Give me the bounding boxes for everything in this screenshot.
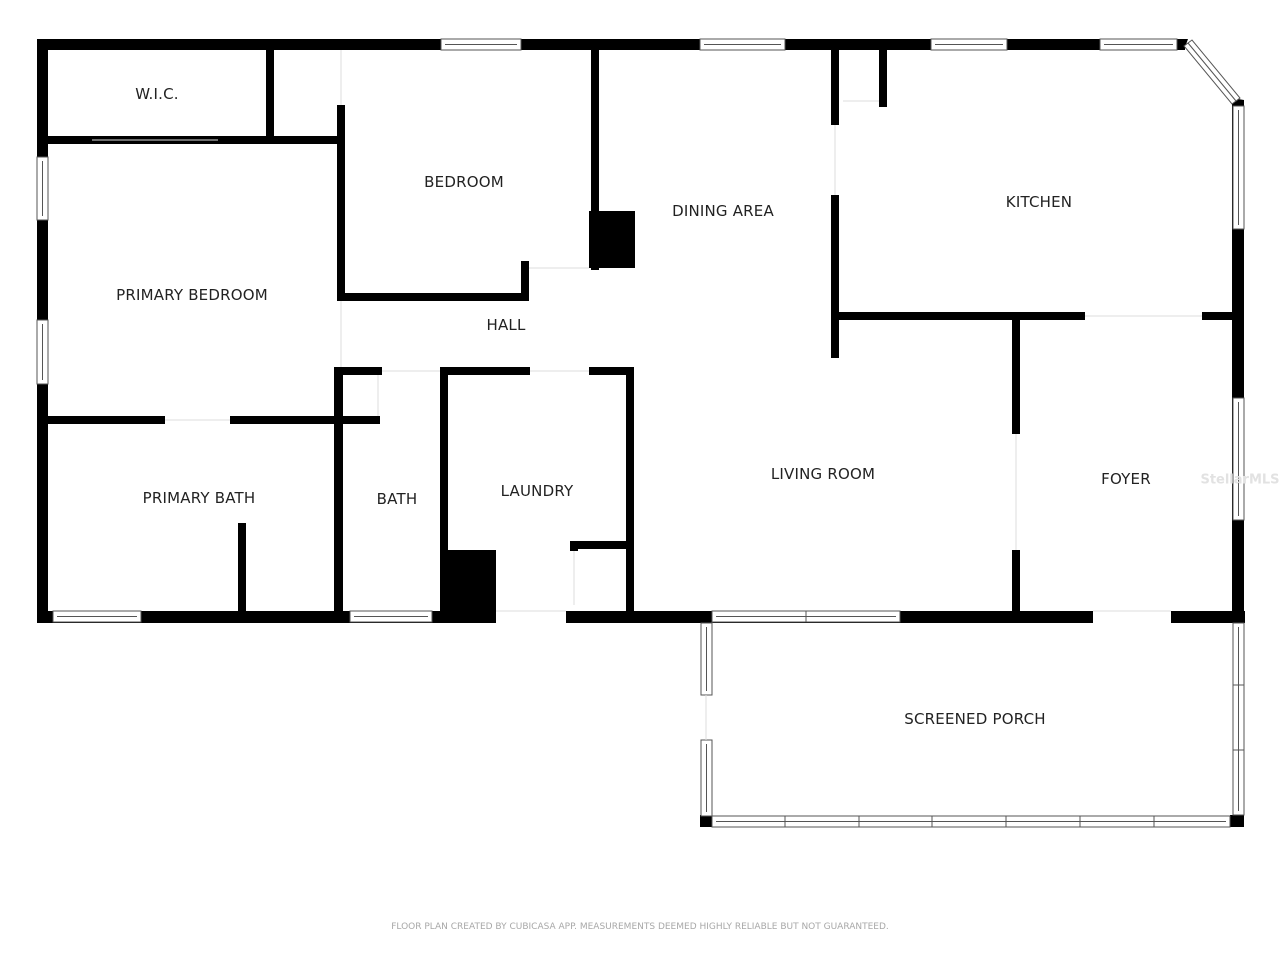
room-label-bath: BATH bbox=[376, 490, 418, 508]
room-label-primary-bedroom: PRIMARY BEDROOM bbox=[116, 286, 268, 304]
room-label-primary-bath: PRIMARY BATH bbox=[142, 489, 256, 507]
windows bbox=[36, 38, 1245, 828]
room-label-hall: HALL bbox=[486, 316, 526, 334]
walls bbox=[37, 39, 1245, 827]
watermark: StellarMLS bbox=[1200, 472, 1280, 488]
room-label-bedroom: BEDROOM bbox=[424, 173, 504, 191]
room-label-foyer: FOYER bbox=[1101, 470, 1151, 488]
room-label-dining-area: DINING AREA bbox=[672, 202, 774, 220]
room-label-laundry: LAUNDRY bbox=[500, 482, 574, 500]
room-label-screened-porch: SCREENED PORCH bbox=[904, 710, 1046, 728]
room-label-living-room: LIVING ROOM bbox=[770, 465, 876, 483]
room-label-wic: W.I.C. bbox=[135, 85, 179, 103]
room-label-kitchen: KITCHEN bbox=[1005, 193, 1073, 211]
footer-disclaimer: FLOOR PLAN CREATED BY CUBICASA APP. MEAS… bbox=[391, 922, 889, 932]
door-openings bbox=[92, 50, 1202, 740]
